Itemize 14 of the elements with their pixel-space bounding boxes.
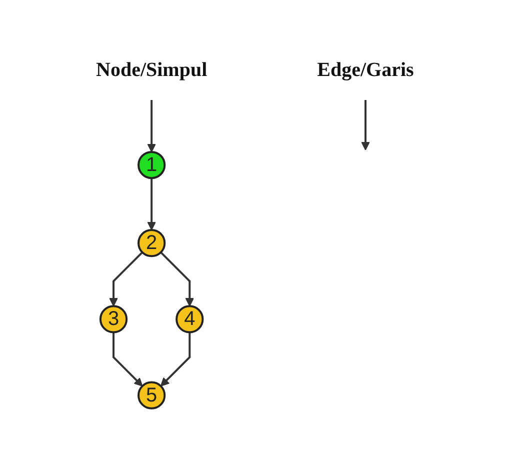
node-circle: 4 [176,304,204,334]
node-circle: 1 [138,150,166,179]
arrow [160,332,191,386]
node-circle: 2 [138,228,166,257]
arrow [109,251,144,306]
node-circle: 3 [100,304,128,334]
node-label: Edge/Garis [317,58,414,81]
node-circle: 5 [138,381,166,410]
arrow [147,178,156,230]
arrow [147,100,156,152]
arrow [160,251,194,306]
arrow [112,332,143,386]
leader-arrow [361,100,370,150]
node-label: Node/Simpul [96,58,208,81]
